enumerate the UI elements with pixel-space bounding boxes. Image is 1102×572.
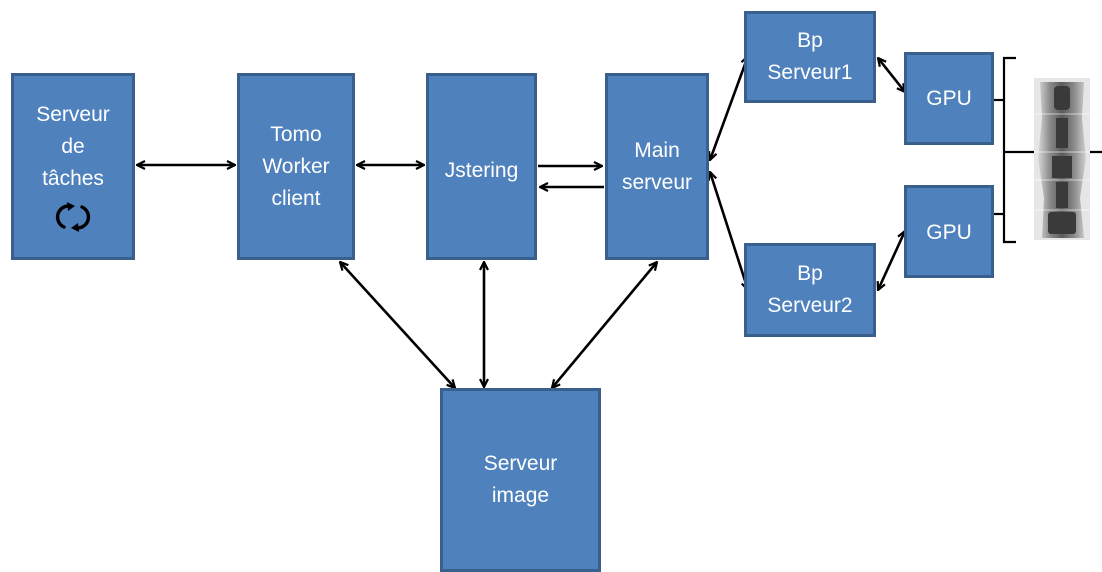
node-label-line: client [271,186,321,210]
node-label-line: GPU [926,86,972,110]
xray-scan-image [1034,78,1090,240]
node-label-line: Jstering [444,159,519,182]
node-label-line: Serveur [36,102,110,126]
serveur-image-node: Serveur image [440,388,601,572]
node-label-line: Tomo [270,122,322,146]
edge-main-image [552,262,657,388]
node-label-line: image [491,484,550,507]
serveur-taches-node: Serveur de tâches [11,73,135,260]
edge-bp2-gpu2 [878,231,905,290]
gpu-node-2: GPU [904,185,994,278]
edge-bp1-gpu1 [878,58,905,92]
node-label-line: tâches [42,166,104,190]
edge-main-bp2 [710,172,748,290]
node-label-line: Worker [262,154,330,178]
node-label-line: Bp [797,262,823,285]
node-label-line: Main [634,138,680,162]
node-label-line: GPU [926,221,972,244]
edge-main-bp1 [710,56,748,160]
node-label-line: serveur [621,170,693,194]
edge-worker-image [340,262,455,388]
gpu-node-1: GPU [904,52,994,145]
node-label-line: Serveur2 [767,294,853,317]
bp-serveur2-node: Bp Serveur2 [744,243,876,337]
node-label-line: Serveur1 [767,61,853,84]
node-label-line: Serveur [483,452,558,475]
node-label-line: Bp [797,29,823,52]
node-label-line: de [61,134,85,158]
jstering-node: Jstering [426,73,537,260]
main-serveur-node: Main serveur [605,73,709,260]
cycle-arrows-icon [55,201,91,232]
tomo-worker-client-node: Tomo Worker client [237,73,355,260]
bp-serveur1-node: Bp Serveur1 [744,11,876,103]
